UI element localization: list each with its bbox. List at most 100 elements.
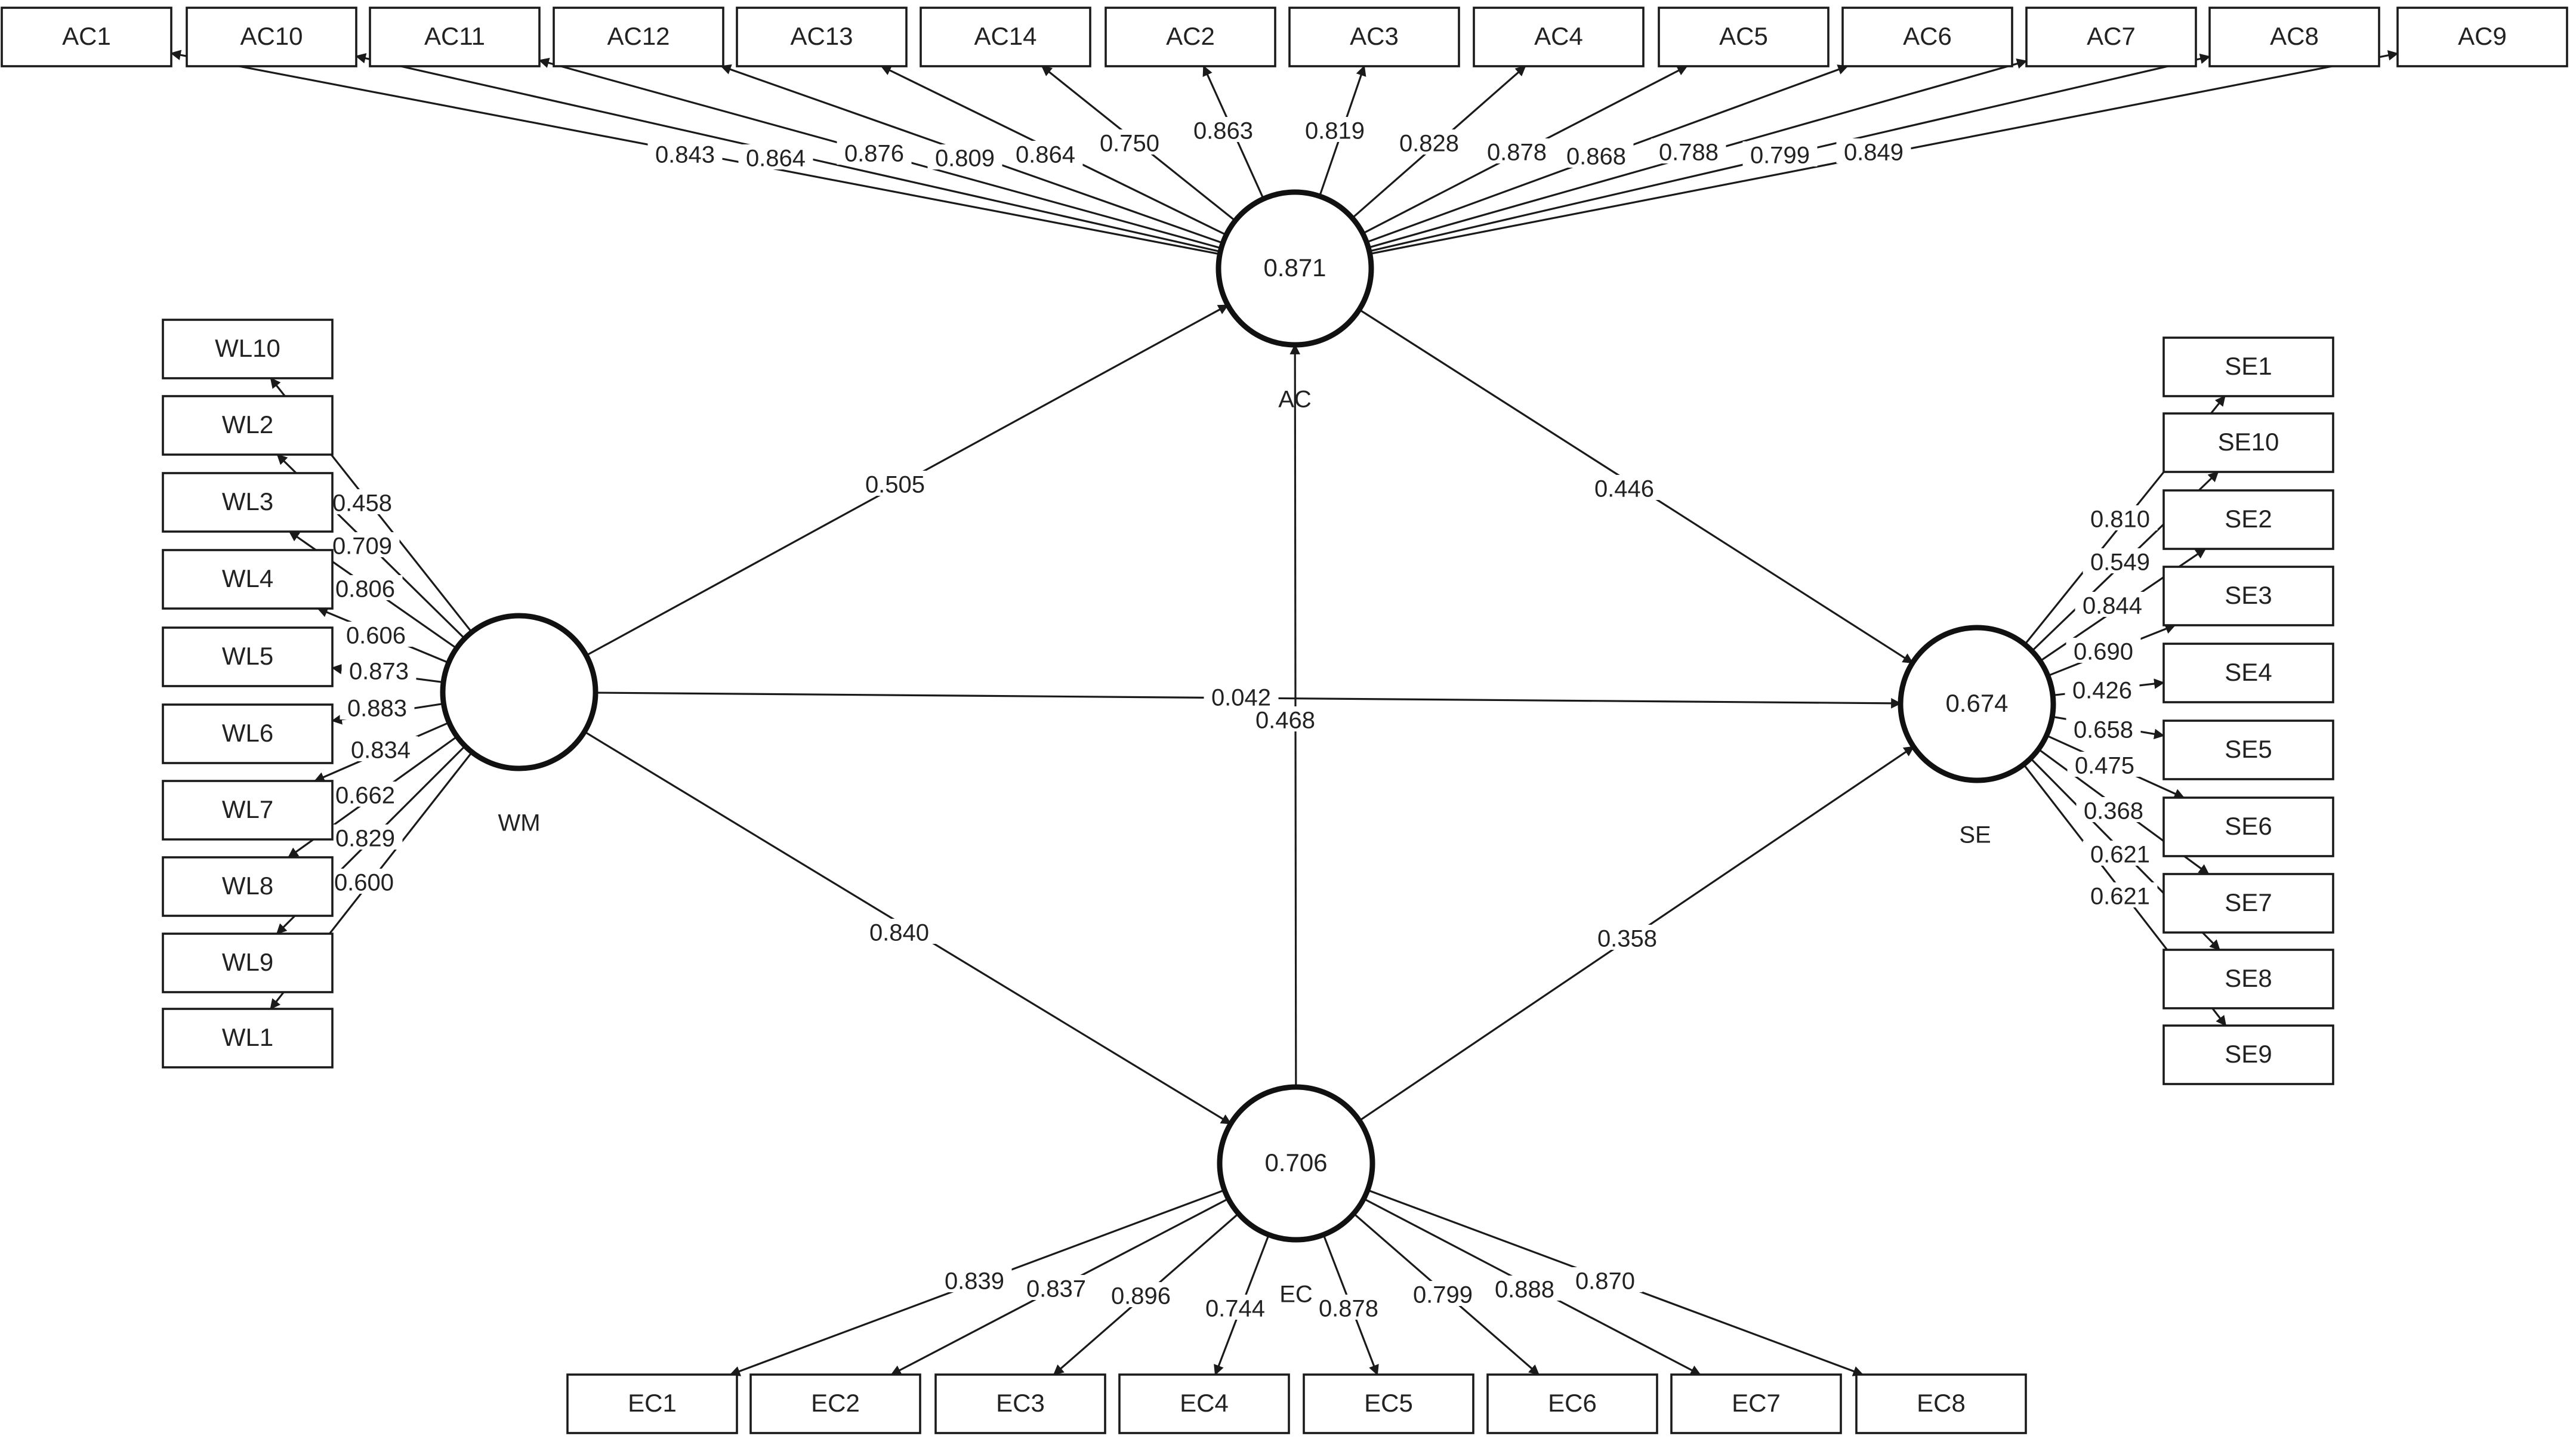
- latent-wm[interactable]: WM: [440, 613, 599, 836]
- indicator-ec3[interactable]: EC3: [934, 1373, 1106, 1434]
- loading-label-wl7: 0.834: [351, 737, 411, 764]
- indicator-box-se4: [2162, 643, 2334, 703]
- indicator-label-wl10: WL10: [215, 334, 280, 362]
- indicator-wl3[interactable]: WL3: [162, 472, 334, 533]
- indicator-wl8[interactable]: WL8: [162, 856, 334, 917]
- indicator-ac6[interactable]: AC6: [1841, 7, 2013, 67]
- indicator-label-ec2: EC2: [811, 1389, 860, 1417]
- indicator-ac5[interactable]: AC5: [1658, 7, 1830, 67]
- indicator-label-ec5: EC5: [1364, 1389, 1413, 1417]
- indicator-label-wl6: WL6: [222, 719, 273, 747]
- indicator-wl1[interactable]: WL1: [162, 1008, 334, 1069]
- indicator-box-ac7: [2025, 7, 2197, 67]
- loading-label-ac8: 0.799: [1750, 143, 1810, 169]
- loading-label-se2: 0.844: [2083, 593, 2142, 619]
- indicator-wl2[interactable]: WL2: [162, 395, 334, 456]
- indicator-label-wl8: WL8: [222, 872, 273, 900]
- indicator-ac9[interactable]: AC9: [2396, 7, 2568, 67]
- indicator-ac8[interactable]: AC8: [2208, 7, 2380, 67]
- loading-label-ac13-bg: [1008, 141, 1083, 166]
- indicator-ec8[interactable]: EC8: [1855, 1373, 2027, 1434]
- indicator-ac1[interactable]: AC1: [1, 7, 172, 67]
- loading-label-ac5-bg: [1479, 138, 1554, 163]
- indicator-label-wl2: WL2: [222, 410, 273, 439]
- indicator-wl9[interactable]: WL9: [162, 932, 334, 993]
- indicator-ac4[interactable]: AC4: [1473, 7, 1645, 67]
- loading-label-ec6: 0.799: [1413, 1282, 1473, 1308]
- loading-label-ec6-bg: [1405, 1281, 1480, 1306]
- indicator-ac11[interactable]: AC11: [369, 7, 541, 67]
- indicator-ac12[interactable]: AC12: [553, 7, 724, 67]
- loading-label-ec1: 0.839: [945, 1268, 1004, 1295]
- path-coef-ac-se-bg: [1587, 475, 1662, 500]
- loading-label-se9-bg: [2083, 882, 2158, 907]
- loading-label-se4-bg: [2065, 677, 2140, 702]
- indicator-se7[interactable]: SE7: [2162, 873, 2334, 934]
- indicator-wl7[interactable]: WL7: [162, 780, 334, 841]
- indicator-wl6[interactable]: WL6: [162, 703, 334, 764]
- indicator-ac7[interactable]: AC7: [2025, 7, 2197, 67]
- path-coef-wm-ac: 0.505: [865, 472, 925, 498]
- indicator-label-se1: SE1: [2225, 352, 2272, 380]
- indicator-ac14[interactable]: AC14: [920, 7, 1091, 67]
- latent-name-ec: EC: [1279, 1282, 1313, 1308]
- loading-label-se5: 0.658: [2074, 717, 2133, 743]
- path-coef-wm-se-bg: [1204, 684, 1279, 709]
- indicator-se3[interactable]: SE3: [2162, 566, 2334, 626]
- indicator-se10[interactable]: SE10: [2162, 412, 2334, 473]
- loading-label-se6: 0.475: [2075, 753, 2134, 779]
- indicator-ec5[interactable]: EC5: [1303, 1373, 1474, 1434]
- loading-label-ac2: 0.863: [1193, 118, 1253, 144]
- indicator-ec7[interactable]: EC7: [1670, 1373, 1842, 1434]
- indicator-se1[interactable]: SE1: [2162, 336, 2334, 397]
- indicator-se4[interactable]: SE4: [2162, 643, 2334, 703]
- indicator-box-se10: [2162, 412, 2334, 473]
- loading-label-wl1-bg: [326, 869, 402, 894]
- indicator-ac13[interactable]: AC13: [736, 7, 908, 67]
- indicator-wl5[interactable]: WL5: [162, 626, 334, 687]
- indicator-ec2[interactable]: EC2: [749, 1373, 921, 1434]
- indicator-se9[interactable]: SE9: [2162, 1024, 2334, 1085]
- indicator-wl4[interactable]: WL4: [162, 549, 334, 610]
- indicator-se6[interactable]: SE6: [2162, 796, 2334, 857]
- loading-label-wl6-bg: [340, 694, 415, 720]
- indicator-se2[interactable]: SE2: [2162, 489, 2334, 550]
- indicator-ac3[interactable]: AC3: [1288, 7, 1460, 67]
- indicator-box-wl10: [162, 319, 334, 379]
- latent-circle-se: [1898, 625, 2056, 783]
- loading-label-ac11-bg: [837, 140, 912, 165]
- indicator-label-se6: SE6: [2225, 812, 2272, 840]
- indicator-label-wl7: WL7: [222, 795, 273, 823]
- indicator-box-ac10: [186, 7, 357, 67]
- indicator-ec4[interactable]: EC4: [1118, 1373, 1290, 1434]
- indicator-label-ac6: AC6: [1903, 22, 1952, 50]
- indicator-se8[interactable]: SE8: [2162, 949, 2334, 1009]
- indicator-ac10[interactable]: AC10: [186, 7, 357, 67]
- indicator-ec6[interactable]: EC6: [1486, 1373, 1658, 1434]
- loading-label-wl1: 0.600: [334, 870, 394, 896]
- path-coef-ac-se: 0.446: [1594, 476, 1654, 502]
- loading-label-ac5: 0.878: [1487, 140, 1547, 166]
- indicator-box-ac6: [1841, 7, 2013, 67]
- loading-label-se10-bg: [2083, 548, 2158, 573]
- path-coef-wm-ec: 0.840: [869, 920, 929, 946]
- loading-label-wl4-bg: [338, 622, 414, 647]
- indicator-box-wl5: [162, 626, 334, 687]
- indicator-se5[interactable]: SE5: [2162, 720, 2334, 780]
- indicator-box-ac5: [1658, 7, 1830, 67]
- loading-label-se10: 0.549: [2090, 549, 2150, 576]
- indicator-box-ec2: [749, 1373, 921, 1434]
- indicator-ec1[interactable]: EC1: [566, 1373, 738, 1434]
- indicator-label-wl1: WL1: [222, 1023, 273, 1051]
- indicator-wl10[interactable]: WL10: [162, 319, 334, 379]
- loading-label-se9: 0.621: [2090, 884, 2150, 910]
- loading-label-ac12-bg: [927, 144, 1002, 169]
- indicator-box-ec6: [1486, 1373, 1658, 1434]
- loading-label-ac9: 0.849: [1844, 140, 1904, 166]
- loading-label-se6-bg: [2067, 752, 2142, 777]
- indicator-ac2[interactable]: AC2: [1105, 7, 1276, 67]
